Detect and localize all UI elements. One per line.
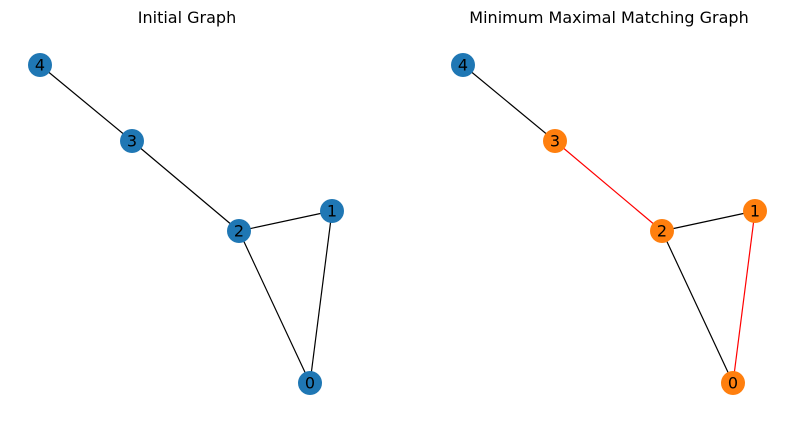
edge-2-0 [661,230,734,384]
edge-2-1 [661,210,756,232]
node-1 [743,199,767,223]
edge-2-0 [238,230,311,384]
node-0 [721,371,745,395]
node-label-3: 3 [550,132,560,151]
node-2 [650,219,674,243]
node-label-4: 4 [35,56,45,75]
node-2 [227,219,251,243]
edge-2-1 [238,210,333,232]
edge-1-0 [732,210,756,384]
node-4 [28,53,52,77]
graph-panel-1: 0 1 2 3 4 [451,53,767,395]
node-4 [451,53,475,77]
edge-3-2 [131,140,240,232]
node-label-1: 1 [750,202,760,221]
panel-title-initial: Initial Graph [137,8,237,27]
edge-1-0 [309,210,333,384]
edge-4-3 [462,64,556,142]
panel-title-matching: Minimum Maximal Matching Graph [469,8,749,27]
node-1 [320,199,344,223]
graph-panel-0: 0 1 2 3 4 [28,53,344,395]
node-label-2: 2 [234,222,244,241]
node-label-1: 1 [327,202,337,221]
node-label-3: 3 [127,132,137,151]
edge-4-3 [39,64,133,142]
node-3 [543,129,567,153]
node-label-2: 2 [657,222,667,241]
node-label-0: 0 [728,374,738,393]
edge-3-2 [554,140,663,232]
node-label-0: 0 [305,374,315,393]
node-3 [120,129,144,153]
node-label-4: 4 [458,56,468,75]
node-0 [298,371,322,395]
